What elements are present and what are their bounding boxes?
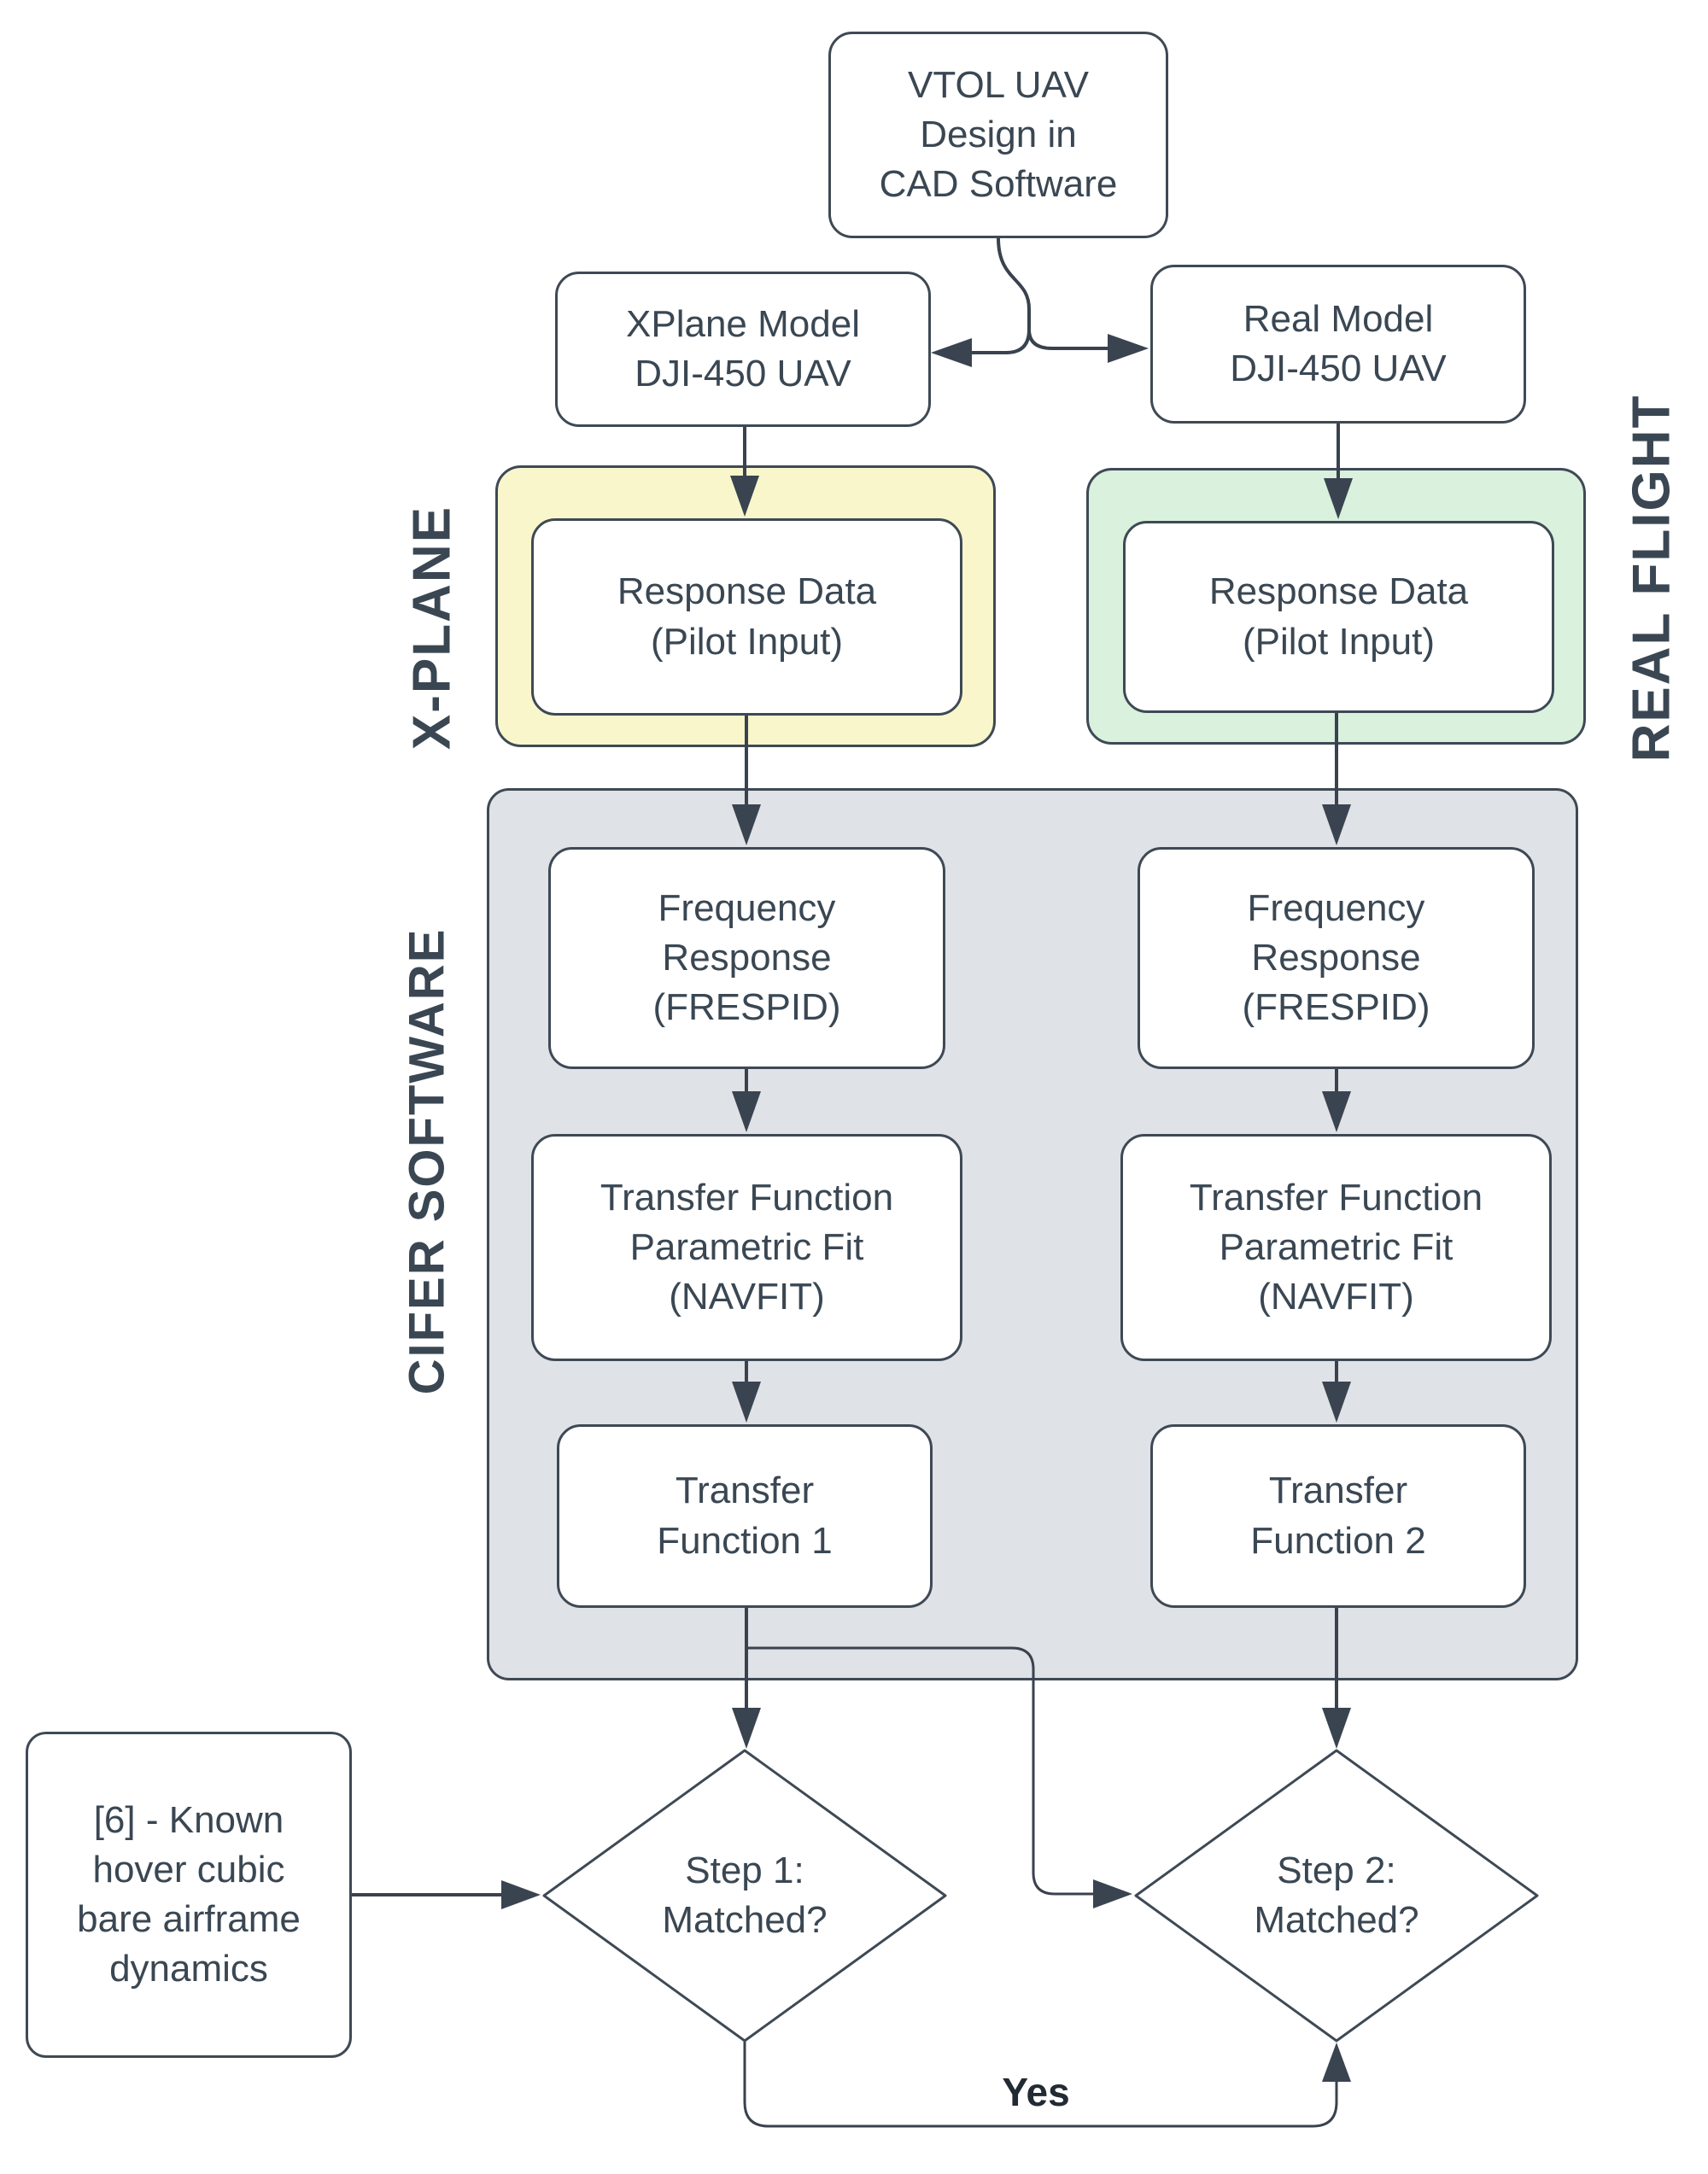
step2-matched-label: Step 2: Matched? [1254, 1849, 1419, 1941]
edge-tf1-to-step2 [746, 1646, 1132, 1908]
cifer-software-group-title: CIFER SOFTWARE [399, 927, 455, 1395]
node-known-hover-dynamics-reference: [6] - Known hover cubic bare airframe dy… [26, 1732, 352, 2058]
edge-response-real-to-frespid [1322, 713, 1351, 845]
edge-navfit-xplane-to-tf1 [732, 1361, 761, 1423]
edge-reference-to-step1 [352, 1880, 541, 1909]
yes-edge-label: Yes [1002, 2070, 1070, 2114]
node-transfer-function-1: Transfer Function 1 [557, 1424, 933, 1608]
node-navfit-xplane: Transfer Function Parametric Fit (NAVFIT… [531, 1134, 962, 1361]
edge-response-xplane-to-frespid [732, 716, 761, 845]
edge-tf1-to-step1 [732, 1608, 761, 1749]
node-response-data-real: Response Data (Pilot Input) [1123, 521, 1554, 713]
node-vtol-cad-design: VTOL UAV Design in CAD Software [828, 32, 1168, 238]
node-response-data-xplane: Response Data (Pilot Input) [531, 518, 962, 716]
node-xplane-model: XPlane Model DJI-450 UAV [555, 272, 931, 427]
real-flight-group-title: REAL FLIGHT [1622, 394, 1682, 763]
edge-xplane-model-to-response [730, 427, 759, 517]
arrowhead-into-real-model [1108, 334, 1149, 363]
step1-matched-label: Step 1: Matched? [662, 1849, 828, 1941]
step1-decision-diamond [542, 1749, 947, 2043]
edge-frespid-xplane-to-navfit [732, 1069, 761, 1132]
node-frequency-response-xplane: Frequency Response (FRESPID) [548, 847, 945, 1069]
edge-frespid-real-to-navfit [1322, 1069, 1351, 1132]
edge-step1-yes-to-step2 [743, 2041, 1351, 2128]
edge-navfit-real-to-tf2 [1322, 1361, 1351, 1423]
arrowhead-into-xplane-model [931, 338, 972, 367]
edge-tf2-to-step2 [1322, 1608, 1351, 1749]
edge-vtol-split [931, 237, 1149, 367]
node-navfit-real: Transfer Function Parametric Fit (NAVFIT… [1120, 1134, 1552, 1361]
node-frequency-response-real: Frequency Response (FRESPID) [1138, 847, 1535, 1069]
node-transfer-function-2: Transfer Function 2 [1150, 1424, 1526, 1608]
step2-decision-diamond [1134, 1749, 1539, 2043]
edge-real-model-to-response [1324, 424, 1353, 519]
node-real-model: Real Model DJI-450 UAV [1150, 265, 1526, 424]
xplane-group-title: X-PLANE [402, 505, 462, 751]
